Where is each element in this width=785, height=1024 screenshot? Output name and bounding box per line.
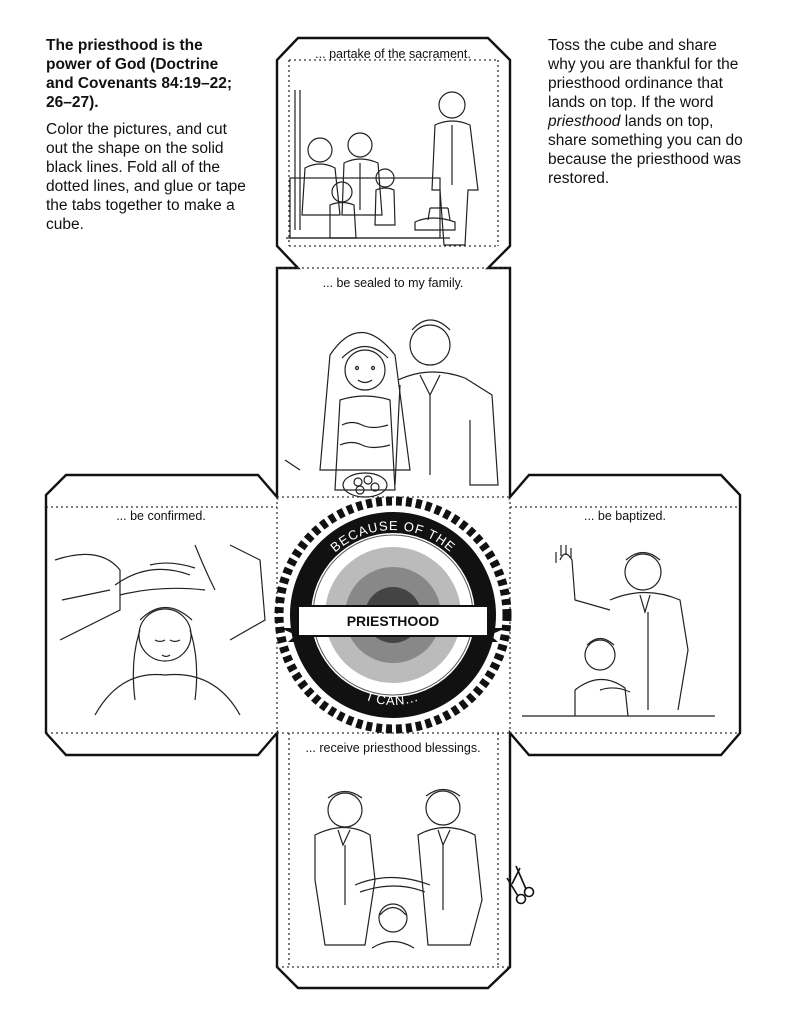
caption-baptized: ... be baptized. — [584, 509, 666, 523]
intro-block: The priesthood is the power of God (Doct… — [46, 36, 246, 234]
sealing-illustration — [284, 319, 499, 498]
game-instructions: Toss the cube and share why you are than… — [548, 36, 748, 188]
confirmation-illustration — [54, 544, 266, 716]
sacrament-illustration — [286, 90, 479, 246]
intro-heading: The priesthood is the power of God (Doct… — [46, 37, 233, 111]
seal-bottom-textpath: I CAN... — [366, 689, 419, 708]
scissors-icon — [506, 865, 535, 905]
caption-sealed-family: ... be sealed to my family. — [323, 276, 464, 290]
intro-instructions: Color the pictures, and cut out the shap… — [46, 121, 246, 233]
seal-bottom-text: I CAN... — [366, 689, 420, 708]
game-instructions-part1: Toss the cube and share why you are than… — [548, 37, 739, 111]
caption-priesthood-blessings: ... receive priesthood blessings. — [305, 741, 480, 755]
caption-partake-sacrament: ... partake of the sacrament. — [315, 47, 471, 61]
game-instructions-part2: lands on top, share something you can do… — [548, 113, 743, 187]
baptism-illustration — [522, 545, 715, 717]
game-instructions-emphasis: priesthood — [548, 113, 621, 130]
blessing-illustration — [314, 788, 483, 949]
priesthood-seal: BECAUSE OF THE I CAN... PRIESTHOOD — [274, 496, 512, 734]
seal-banner-text: PRIESTHOOD — [347, 613, 440, 629]
fold-lines — [46, 59, 740, 968]
caption-confirmed: ... be confirmed. — [116, 509, 206, 523]
